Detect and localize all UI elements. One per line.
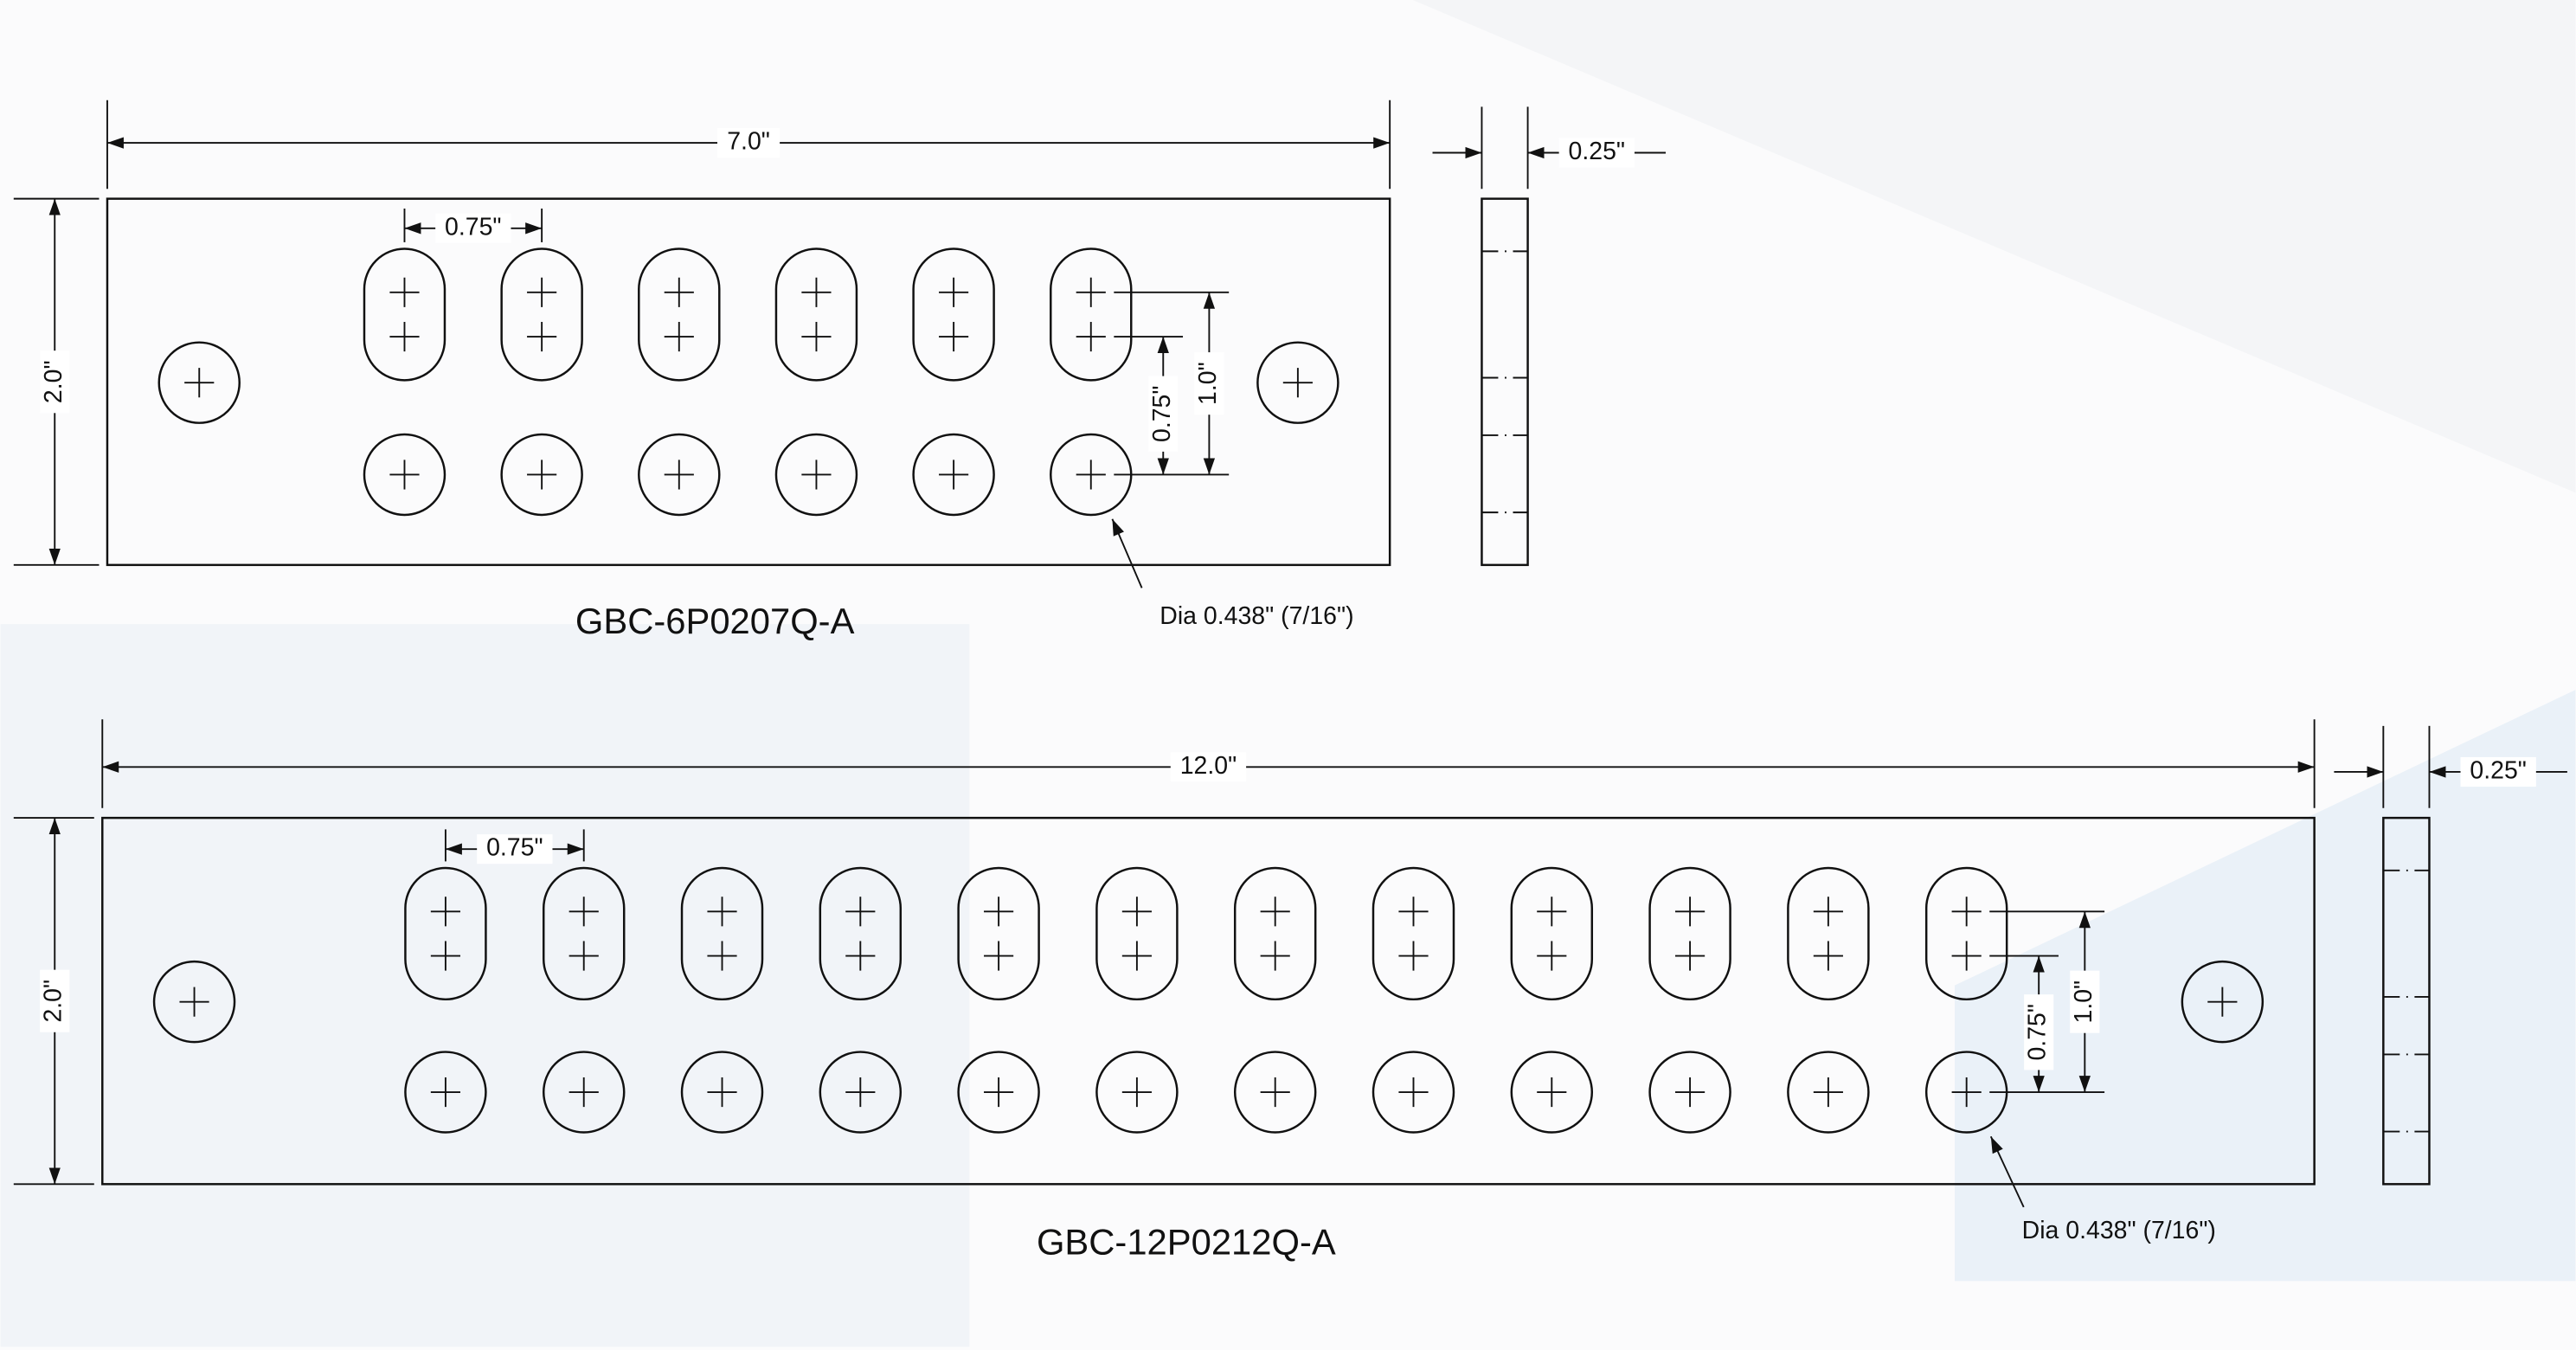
dimension-label-bg: [477, 834, 553, 865]
hole: [1787, 1051, 1870, 1134]
row-spacing-label: 0.75": [1148, 386, 1176, 442]
side-view: 0.25": [2334, 725, 2567, 1186]
hole: [1233, 1051, 1317, 1134]
hole: [638, 433, 721, 517]
hole: [774, 433, 858, 517]
slot: [957, 866, 1040, 1001]
dimension-label-bg: [40, 969, 70, 1032]
part-number-title: GBC-6P0207Q-A: [575, 601, 855, 641]
dimension-label-bg: [435, 213, 511, 243]
slot: [1648, 866, 1731, 1001]
plate-drawing-gbc-6p0207q-a: 7.0" 2.0" 0.75" 0.75" 1.0" Dia 0.438" (7/16")…: [13, 100, 1666, 641]
hole-leader-arrow: [1989, 1135, 2025, 1208]
slot: [774, 248, 858, 382]
thickness-dimension-label: 0.25": [1569, 138, 1625, 165]
dimension-label-bg: [2070, 970, 2100, 1033]
length-dimension-label: 12.0": [1180, 752, 1237, 780]
hole: [1510, 1051, 1594, 1134]
dimension-label-bg: [1558, 138, 1635, 168]
slot: [1095, 866, 1179, 1001]
hole-diameter-label: Dia 0.438" (7/16"): [1160, 602, 1353, 630]
hole: [912, 433, 995, 517]
outer-spacing-label: 1.0": [2070, 980, 2097, 1024]
dimension-label-bg: [40, 350, 70, 414]
row-spacing-label: 0.75": [2024, 1004, 2052, 1060]
pitch-dimension-label: 0.75": [445, 213, 501, 241]
mounting-hole: [2181, 960, 2264, 1044]
slot: [1050, 248, 1133, 382]
hole-leader-arrow: [1111, 518, 1143, 588]
pitch-dimension-label: 0.75": [486, 834, 543, 862]
hole: [1372, 1051, 1455, 1134]
slot: [1510, 866, 1594, 1001]
slot: [1233, 866, 1317, 1001]
hole: [363, 433, 446, 517]
slot: [638, 248, 721, 382]
dimension-label-bg: [1148, 376, 1179, 452]
hole: [1095, 1051, 1179, 1134]
slot: [1787, 866, 1870, 1001]
hole: [404, 1051, 487, 1134]
plate-outline: [106, 197, 1391, 567]
slot: [819, 866, 903, 1001]
slot: [1372, 866, 1455, 1001]
dimension-label-bg: [1170, 752, 1247, 782]
slot: [1924, 866, 2008, 1001]
thickness-dimension-label: 0.25": [2470, 756, 2526, 784]
hole: [500, 433, 583, 517]
mounting-hole: [152, 960, 236, 1044]
side-view-outline: [1481, 197, 1529, 567]
dimension-label-bg: [1194, 352, 1224, 415]
slot: [680, 866, 764, 1001]
side-view-outline: [2382, 816, 2431, 1186]
hole: [680, 1051, 764, 1134]
hole: [1648, 1051, 1731, 1134]
hole: [542, 1051, 626, 1134]
outer-spacing-label: 1.0": [1194, 362, 1222, 405]
slot: [363, 248, 446, 382]
height-dimension-label: 2.0": [40, 360, 67, 403]
hole: [819, 1051, 903, 1134]
slot: [912, 248, 995, 382]
part-number-title: GBC-12P0212Q-A: [1037, 1222, 1336, 1263]
side-view: 0.25": [1432, 106, 1666, 567]
slot: [542, 866, 626, 1001]
dimension-label-bg: [717, 128, 781, 158]
slot: [404, 866, 487, 1001]
dimension-label-bg: [2024, 994, 2054, 1070]
height-dimension-label: 2.0": [40, 980, 67, 1023]
mounting-hole: [157, 341, 241, 424]
plate-drawing-gbc-12p0212q-a: 12.0" 2.0" 0.75" 0.75" 1.0" Dia 0.438" (7/16"…: [13, 719, 2567, 1263]
plate-outline: [101, 816, 2316, 1186]
slot: [500, 248, 583, 382]
dimension-label-bg: [2460, 756, 2536, 788]
length-dimension-label: 7.0": [727, 128, 770, 156]
hole-diameter-label: Dia 0.438" (7/16"): [2022, 1217, 2216, 1244]
hole: [957, 1051, 1040, 1134]
mounting-hole: [1256, 341, 1339, 424]
